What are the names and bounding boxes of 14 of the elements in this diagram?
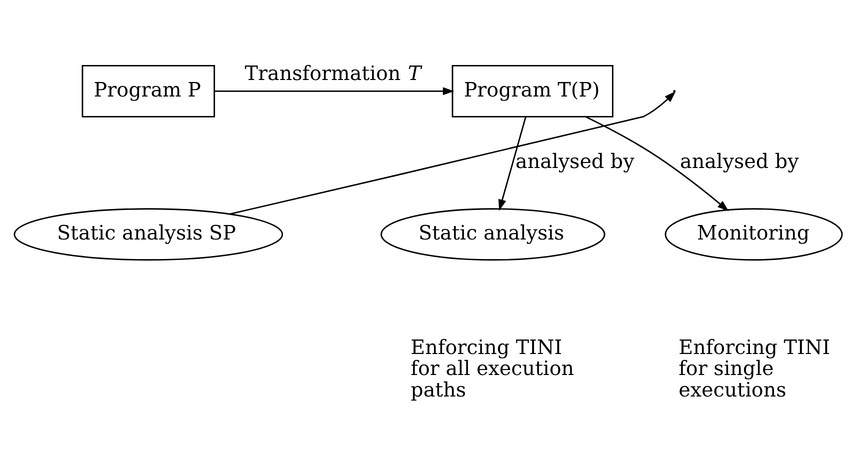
node-ellipse: Static analysis SP (14, 208, 284, 261)
node-label: Enforcing TINI for single executions (678, 336, 830, 402)
node-box: Program T(P) (452, 64, 614, 118)
edge-label: analysed by (516, 150, 634, 174)
arrow (586, 116, 729, 212)
edge-label: analysed by (680, 150, 799, 174)
node-box: Program P (82, 64, 216, 118)
arrow (214, 87, 454, 96)
node-ellipse: Static analysis (380, 208, 606, 261)
edge-label: Transformation T (244, 62, 422, 86)
arrow (498, 116, 526, 211)
node-ellipse: Monitoring (664, 208, 843, 261)
arrow (230, 91, 676, 215)
node-label: Enforcing TINI for all execution paths (410, 336, 574, 402)
